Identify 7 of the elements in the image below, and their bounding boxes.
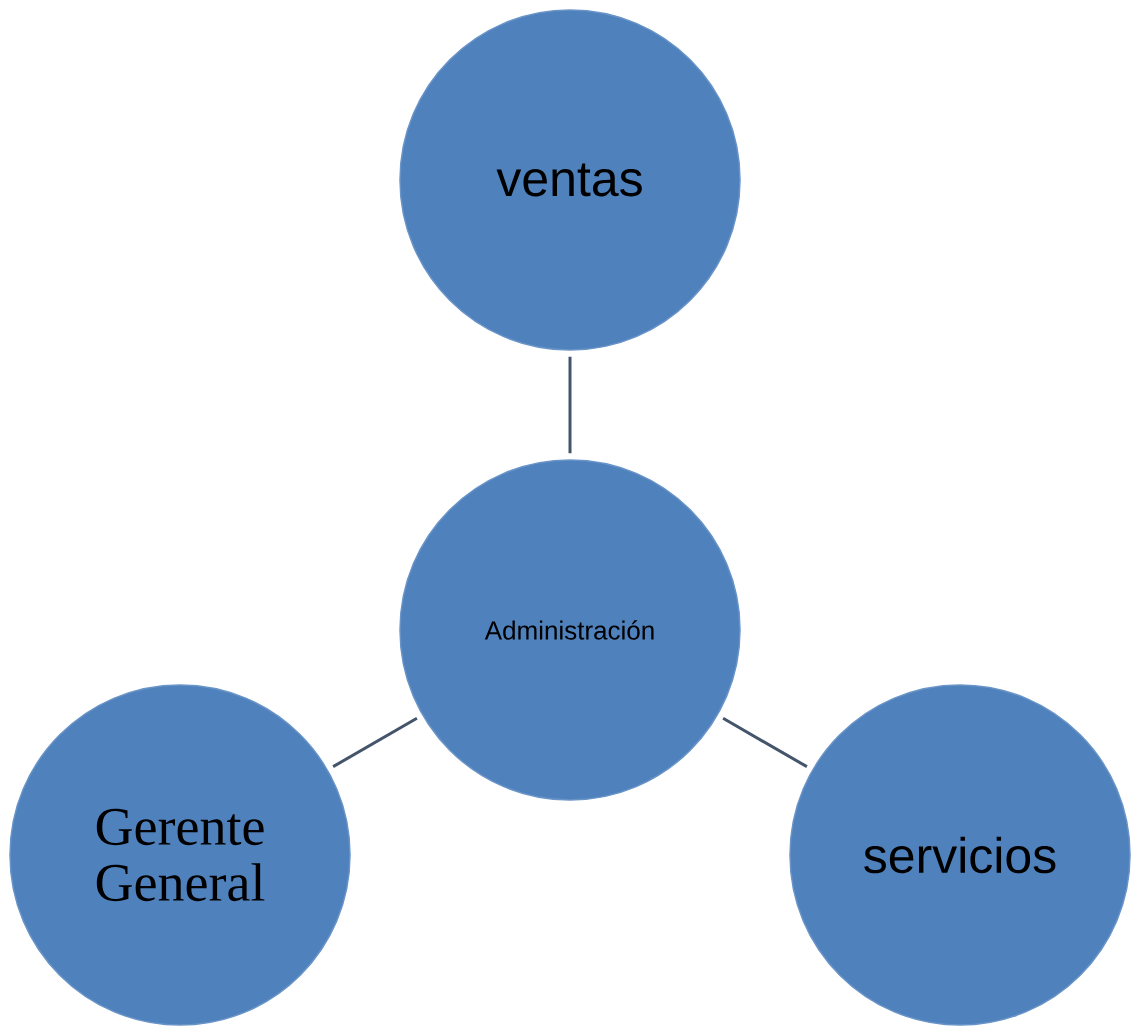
connector-line: [332, 717, 418, 768]
circle-node: servicios: [789, 684, 1131, 1026]
circle-node: Gerente General: [9, 684, 351, 1026]
connector-line: [568, 356, 572, 454]
circle-node: Administración: [399, 459, 741, 801]
circle-node: ventas: [399, 9, 741, 351]
connector-line: [722, 717, 808, 768]
